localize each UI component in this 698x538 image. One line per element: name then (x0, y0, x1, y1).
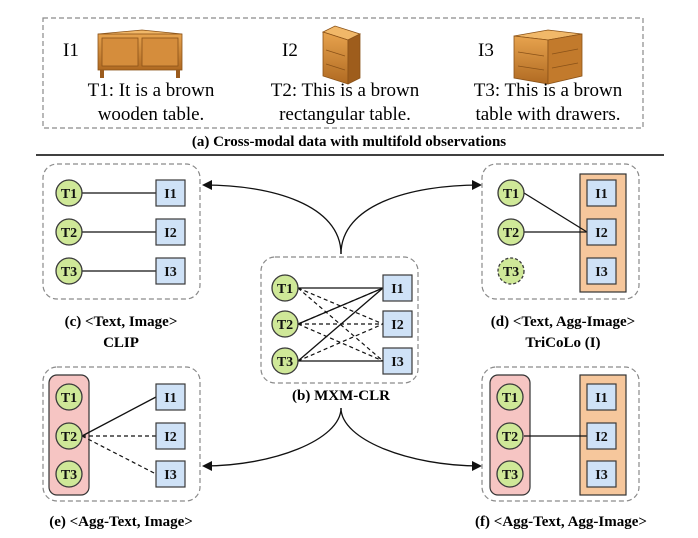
node-i3-label: I3 (391, 355, 403, 370)
node-t3 (497, 257, 525, 285)
node-t2-label: T2 (502, 430, 518, 445)
node-t2 (55, 218, 83, 246)
node-i3 (586, 257, 617, 285)
caption-t1-line1: T1: It is a brown (88, 80, 215, 101)
node-i1 (155, 383, 186, 411)
node-t3 (55, 257, 83, 285)
node-t3 (271, 347, 299, 375)
arrows (202, 180, 482, 471)
caption-t3-line1: T3: This is a brown (474, 80, 623, 101)
image-label-1: I1 (63, 40, 79, 61)
node-i3 (155, 257, 186, 285)
node-t3-label: T3 (61, 265, 77, 280)
node-t2-label: T2 (503, 226, 519, 241)
node-i2 (586, 218, 617, 246)
table-image-1 (97, 29, 183, 78)
caption-b: (b) MXM-CLR (292, 388, 390, 404)
node-i2 (382, 310, 413, 338)
node-i3-label: I3 (164, 468, 176, 483)
node-i3 (586, 460, 617, 488)
node-i1-label: I1 (164, 391, 176, 406)
node-i2-label: I2 (595, 430, 607, 445)
node-t2-label: T2 (277, 318, 293, 333)
caption-t2-line2: rectangular table. (279, 104, 411, 125)
node-i2-label: I2 (164, 226, 176, 241)
node-i1 (382, 274, 413, 302)
node-i1-label: I1 (391, 282, 403, 297)
node-i1 (586, 179, 617, 207)
table-image-3 (513, 29, 583, 85)
node-t1 (55, 179, 83, 207)
node-t1-label: T1 (61, 187, 77, 202)
panel-b: T1 T2 T3 I1 I2 I3 (260, 256, 419, 384)
node-t3 (55, 460, 83, 488)
node-t3-label: T3 (503, 265, 519, 280)
node-i1 (155, 179, 186, 207)
node-i1 (586, 383, 617, 411)
node-t3-label: T3 (277, 355, 293, 370)
node-t1 (271, 274, 299, 302)
caption-c-line1: (c) <Text, Image> (65, 314, 178, 330)
image-label-2: I2 (282, 40, 298, 61)
caption-e: (e) <Agg-Text, Image> (49, 514, 193, 530)
node-t2 (271, 310, 299, 338)
observations-panel (42, 17, 644, 129)
caption-f: (f) <Agg-Text, Agg-Image> (475, 514, 647, 530)
caption-c-line2: CLIP (103, 335, 139, 351)
panel-c: T1 T2 T3 I1 I2 I3 (42, 163, 201, 300)
node-t1-label: T1 (503, 187, 519, 202)
node-i1-label: I1 (164, 187, 176, 202)
panel-d: T1 T2 T3 I1 I2 I3 (481, 163, 640, 300)
node-t1-label: T1 (502, 391, 518, 406)
node-i3-label: I3 (164, 265, 176, 280)
node-i2-label: I2 (595, 226, 607, 241)
node-t3-label: T3 (61, 468, 77, 483)
table-image-2 (321, 25, 362, 85)
node-i2 (155, 218, 186, 246)
node-i3 (382, 347, 413, 375)
node-t3-label: T3 (502, 468, 518, 483)
node-i3 (155, 460, 186, 488)
node-t2 (496, 422, 524, 450)
node-t2-label: T2 (61, 430, 77, 445)
node-t1 (55, 383, 83, 411)
caption-a: (a) Cross-modal data with multifold obse… (192, 134, 506, 150)
node-t1-label: T1 (277, 282, 293, 297)
caption-d-line1: (d) <Text, Agg-Image> (491, 314, 635, 330)
caption-d-line2: TriCoLo (I) (525, 335, 600, 351)
node-i2 (586, 422, 617, 450)
caption-t2-line1: T2: This is a brown (271, 80, 420, 101)
image-label-3: I3 (478, 40, 494, 61)
panel-e: T1 T2 T3 I1 I2 I3 (42, 366, 201, 502)
caption-t1-line2: wooden table. (98, 104, 205, 125)
node-i2-label: I2 (391, 318, 403, 333)
node-i3-label: I3 (595, 265, 607, 280)
node-i1-label: I1 (595, 391, 607, 406)
panel-f: T1 T2 T3 I1 I2 I3 (481, 366, 640, 502)
node-i3-label: I3 (595, 468, 607, 483)
node-t2 (497, 218, 525, 246)
node-t2 (55, 422, 83, 450)
node-i1-label: I1 (595, 187, 607, 202)
node-t1-label: T1 (61, 391, 77, 406)
node-t1 (497, 179, 525, 207)
node-t3 (496, 460, 524, 488)
node-i2 (155, 422, 186, 450)
caption-t3-line2: table with drawers. (475, 104, 620, 125)
node-t2-label: T2 (61, 226, 77, 241)
node-i2-label: I2 (164, 430, 176, 445)
node-t1 (496, 383, 524, 411)
